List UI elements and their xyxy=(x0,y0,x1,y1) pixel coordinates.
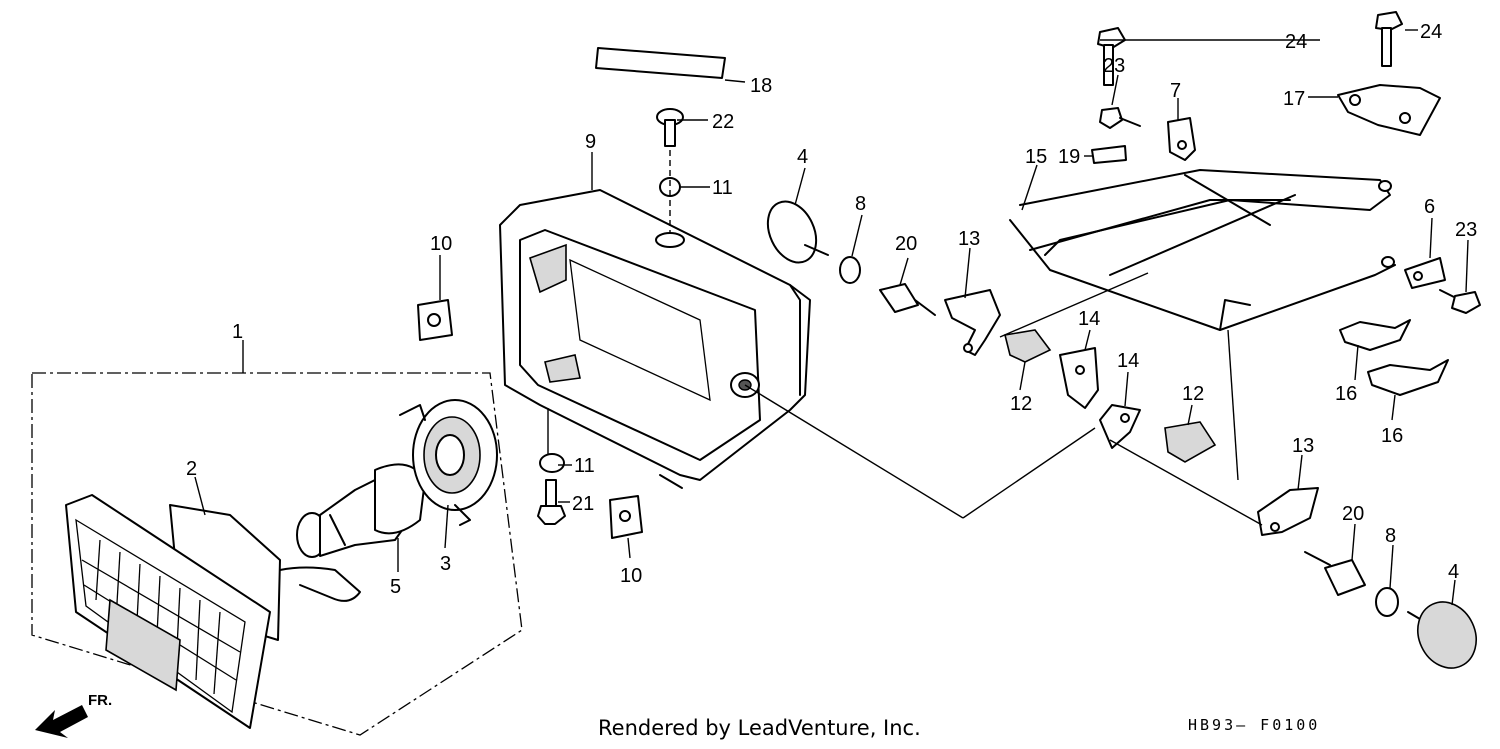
callout-24-right: 24 xyxy=(1420,21,1442,43)
label-sticker xyxy=(595,47,746,83)
holder-17 xyxy=(1337,84,1441,136)
mounting-leader-lines xyxy=(744,384,1263,526)
bolt-21 xyxy=(537,479,570,525)
callout-20-top: 20 xyxy=(895,233,917,255)
headlight-housing xyxy=(499,189,811,489)
headlight-bulb xyxy=(296,463,426,558)
headlight-stay-15 xyxy=(999,169,1396,481)
callout-4-bottom: 4 xyxy=(1448,561,1459,583)
bolt-24-right xyxy=(1375,11,1403,67)
front-indicator-label: FR. xyxy=(88,692,112,709)
callout-1: 1 xyxy=(232,321,243,343)
cap-4-bottom xyxy=(1407,601,1477,669)
clamp-16-top xyxy=(1339,319,1411,351)
callout-19: 19 xyxy=(1058,146,1080,168)
callout-23-top: 23 xyxy=(1103,55,1125,77)
clip-10-top xyxy=(417,299,453,341)
callout-11-bottom: 11 xyxy=(574,455,595,477)
cap-4-top xyxy=(766,200,829,264)
callout-16-bottom: 16 xyxy=(1381,425,1403,447)
bulb-socket-ring xyxy=(399,399,498,526)
callout-4-top: 4 xyxy=(797,146,808,168)
callout-8-bottom: 8 xyxy=(1385,525,1396,547)
callout-23-right: 23 xyxy=(1455,219,1477,241)
clamp-7 xyxy=(1167,117,1196,161)
bolt-23-right xyxy=(1439,289,1481,314)
plate-14-top xyxy=(1059,347,1099,409)
callout-22: 22 xyxy=(712,111,734,133)
clip-10-bottom xyxy=(609,495,643,539)
callout-8-top: 8 xyxy=(855,193,866,215)
callout-numbers: 1 2 3 4 4 5 6 7 8 8 9 10 10 11 11 12 12 … xyxy=(186,21,1477,598)
bolt-24-left xyxy=(1097,27,1126,86)
callout-11-top: 11 xyxy=(712,177,733,199)
callout-13-bottom: 13 xyxy=(1292,435,1314,457)
front-direction-arrow: FR. xyxy=(35,692,112,738)
bolt-23-top xyxy=(1099,107,1141,129)
diagram-code: HB93— F0100 xyxy=(1188,716,1321,734)
screw-22 xyxy=(656,108,708,147)
plate-14-bottom xyxy=(1099,404,1141,449)
callout-2: 2 xyxy=(186,458,197,480)
callout-7: 7 xyxy=(1170,80,1181,102)
callout-21: 21 xyxy=(572,493,594,515)
grommet-11-top xyxy=(659,150,710,233)
callout-9: 9 xyxy=(585,131,596,153)
callout-10-bottom: 10 xyxy=(620,565,642,587)
callout-3: 3 xyxy=(440,553,451,575)
rubber-12-top xyxy=(1004,329,1052,363)
callout-12-right: 12 xyxy=(1182,383,1204,405)
clamp-6 xyxy=(1404,257,1446,289)
spacer-20-top xyxy=(879,283,936,316)
callout-17: 17 xyxy=(1283,88,1305,110)
bracket-13-top xyxy=(944,289,1001,356)
callout-5: 5 xyxy=(390,576,401,598)
bracket-13-bottom xyxy=(1257,487,1319,536)
callout-12-left: 12 xyxy=(1010,393,1032,415)
render-credit: Rendered by LeadVenture, Inc. xyxy=(598,716,921,740)
callout-15: 15 xyxy=(1025,146,1047,168)
callout-24-left: 24 xyxy=(1285,31,1307,53)
callout-14-bottom: 14 xyxy=(1117,350,1139,372)
callout-20-bottom: 20 xyxy=(1342,503,1364,525)
callout-18: 18 xyxy=(750,75,772,97)
pad-19 xyxy=(1091,145,1127,164)
assembly-1-bracket xyxy=(31,340,523,736)
headlight-unit xyxy=(65,494,361,729)
washer-8-top xyxy=(839,256,861,284)
callout-leaders xyxy=(194,29,1469,606)
grommet-11-bottom xyxy=(539,453,565,473)
callout-13-top: 13 xyxy=(958,228,980,250)
callout-6: 6 xyxy=(1424,196,1435,218)
spacer-20-bottom xyxy=(1304,551,1366,596)
callout-16-top: 16 xyxy=(1335,383,1357,405)
rubber-12-bottom xyxy=(1164,421,1217,463)
callout-14-top: 14 xyxy=(1078,308,1100,330)
clamp-16-bottom xyxy=(1367,359,1449,396)
washer-8-bottom xyxy=(1375,587,1399,617)
callout-10-top: 10 xyxy=(430,233,452,255)
